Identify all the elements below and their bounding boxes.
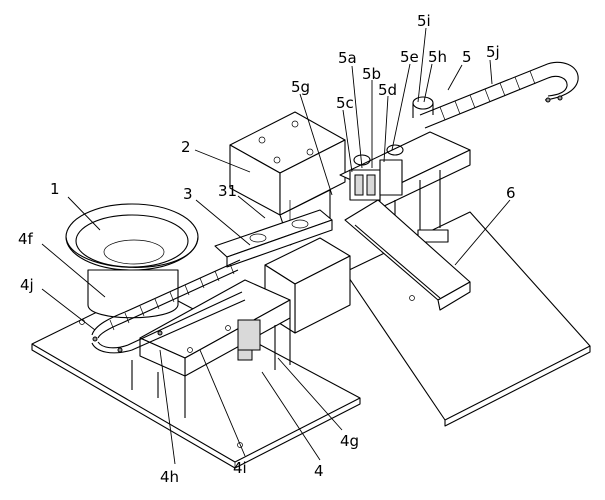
- label-31: 31: [218, 182, 237, 200]
- label-4j: 4j: [20, 276, 34, 294]
- label-1: 1: [50, 180, 60, 198]
- label-4i: 4i: [233, 459, 247, 477]
- label-5h: 5h: [428, 48, 447, 66]
- left-conveyor: [131, 279, 291, 418]
- right-drag-chain: [419, 61, 579, 129]
- leader-lines: [41, 27, 511, 465]
- label-5: 5: [462, 48, 472, 66]
- feed-track: [214, 209, 333, 268]
- clamp-assembly: [349, 144, 404, 201]
- label-5a: 5a: [338, 49, 357, 67]
- label-5j: 5j: [486, 43, 500, 61]
- label-4g: 4g: [340, 432, 359, 450]
- label-4f: 4f: [18, 230, 34, 248]
- label-4h: 4h: [160, 468, 179, 486]
- discharge-chute: [344, 199, 471, 311]
- label-3: 3: [183, 185, 193, 203]
- part-labels: 1 2 3 31 4f 4j 4h 4i 4 4g 5g 5c 5a 5b 5d…: [18, 12, 516, 486]
- label-5d: 5d: [378, 81, 397, 99]
- label-5g: 5g: [291, 78, 310, 96]
- label-6: 6: [506, 184, 516, 202]
- label-4: 4: [314, 462, 324, 480]
- label-5i: 5i: [417, 12, 431, 30]
- left-drag-chain: [91, 259, 246, 354]
- label-5c: 5c: [336, 94, 354, 112]
- vibratory-bowl: [65, 203, 199, 319]
- label-2: 2: [181, 138, 191, 156]
- label-5e: 5e: [400, 48, 419, 66]
- label-5b: 5b: [362, 65, 381, 83]
